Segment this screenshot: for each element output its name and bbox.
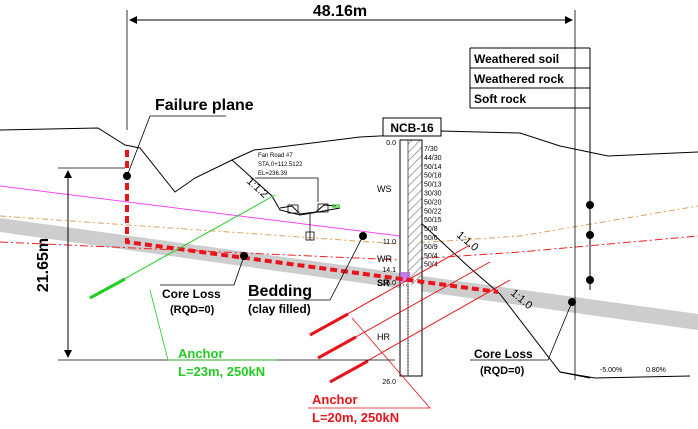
bedding-band (0, 218, 698, 330)
height-dimension (58, 167, 395, 361)
spt-value: 50/15 (424, 217, 442, 224)
layer-wr-label: WR (377, 254, 392, 264)
height-dimension-label: 21.65m (35, 238, 52, 292)
bedding-sub-label: (clay filled) (248, 302, 311, 316)
spt-value: 50/18 (424, 173, 442, 180)
fan-road-structure (279, 203, 340, 241)
core-loss-right-leader (470, 301, 573, 361)
depth-bottom: 26.0 (382, 379, 396, 386)
failure-plane-line (125, 150, 499, 294)
spt-value: 50/14 (424, 164, 442, 171)
legend-soft-rock: Soft rock (474, 92, 526, 106)
core-loss-left-leader (160, 255, 245, 286)
spt-value: 50/20 (424, 199, 442, 206)
depth-wr: 14.1 (382, 267, 396, 274)
borehole-title: NCB-16 (390, 121, 434, 135)
cut-slope-upper (231, 159, 341, 216)
bedding-leader (248, 235, 364, 301)
spt-value: 50/9 (424, 244, 438, 251)
green-anchor-spec: L=23m, 250kN (178, 364, 265, 379)
layer-ws-label: WS (377, 184, 392, 194)
road-annotation-leader (255, 177, 319, 202)
spt-value: 30/30 (424, 191, 442, 198)
spt-value: 50/6 (424, 235, 438, 242)
spt-value: 7/30 (424, 146, 438, 153)
road-profile-right (594, 375, 691, 379)
wr-boundary-line (0, 205, 698, 245)
green-anchor-leader (149, 289, 278, 361)
red-anchor-title: Anchor (312, 392, 358, 407)
slope-mid-label: 1:1.0 (454, 229, 480, 254)
legend (469, 47, 594, 290)
red-anchors (309, 244, 511, 384)
failure-plane-dot (123, 172, 131, 180)
failure-plane-label: Failure plane (155, 97, 254, 114)
spt-value: 50/8 (424, 226, 438, 233)
core-loss-left-rqd: (RQD=0) (170, 304, 215, 316)
slope-upper-label: 1:1.2 (244, 175, 270, 200)
layer-sr-label: SR (377, 278, 390, 288)
layer-hr-label: HR (377, 332, 390, 342)
grade-right-label: 0.80% (646, 367, 666, 374)
core-loss-left-label: Core Loss (162, 287, 221, 301)
depth-sr: 15.0 (382, 280, 396, 287)
legend-weathered-rock: Weathered rock (474, 72, 564, 86)
grade-left-label: -5.00% (600, 367, 622, 374)
green-anchors (89, 194, 276, 300)
borehole-ncb-16 (399, 139, 423, 377)
elevation-label: EL=236.39 (258, 171, 288, 177)
bedding-label: Bedding (248, 283, 312, 300)
road-name-label: Fan Road #7 (258, 153, 293, 159)
station-label: STA.0+112.5122 (258, 162, 303, 168)
core-loss-right-label: Core Loss (474, 347, 533, 361)
width-dimension-label: 48.16m (313, 3, 367, 20)
green-anchor-title: Anchor (178, 346, 224, 361)
sr-boundary-line (0, 235, 698, 261)
legend-weathered-soil: Weathered soil (474, 52, 559, 66)
spt-value: 50/13 (424, 182, 442, 189)
depth-ws: 11.0 (383, 239, 396, 246)
failure-plane-leader (126, 115, 226, 177)
depth-top: 0.0 (386, 140, 396, 147)
spt-value: 50/4 (424, 253, 438, 260)
width-dimension (126, 10, 576, 380)
borehole-title-box (382, 117, 442, 137)
red-anchor-leader (308, 317, 431, 409)
ground-surface (0, 127, 698, 193)
slope-lower-label: 1:1.0 (508, 287, 534, 312)
road-profile-left (559, 371, 596, 379)
red-anchor-spec: L=20m, 250kN (312, 410, 399, 425)
spt-value: 50/4 (424, 262, 438, 269)
spt-value: 50/22 (424, 208, 442, 215)
core-loss-right-rqd: (RQD=0) (480, 365, 525, 377)
spt-value: 44/30 (424, 155, 442, 162)
